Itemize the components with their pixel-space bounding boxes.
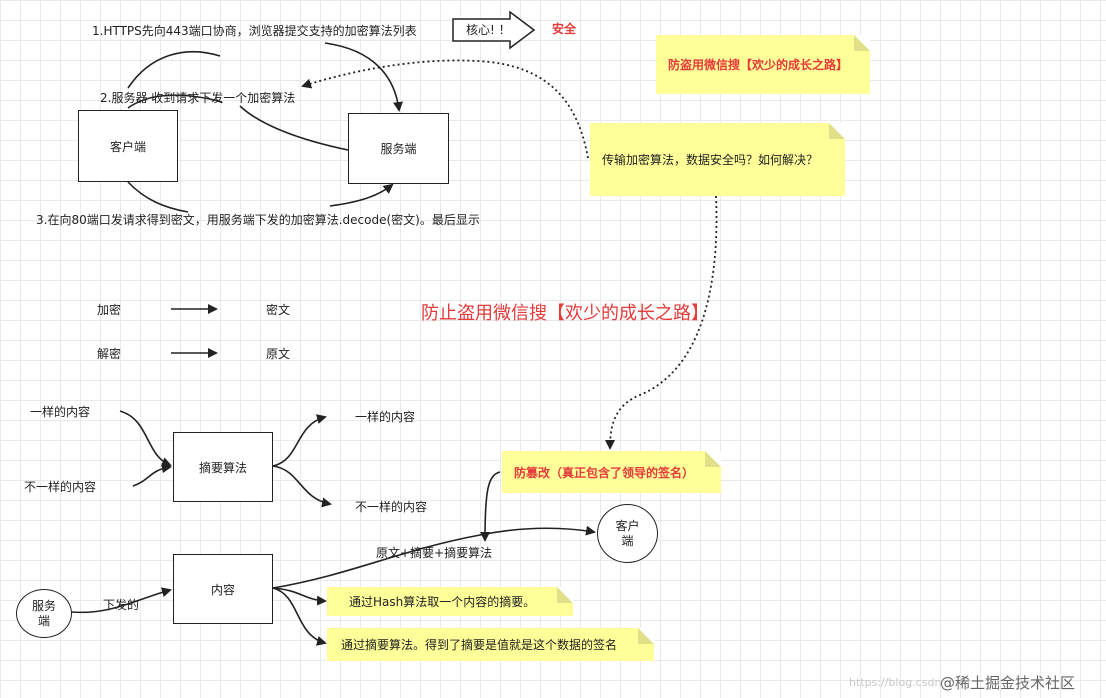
- content-box-label: 内容: [210, 582, 235, 597]
- note-top[interactable]: 防盗用微信搜【欢少的成长之路】: [656, 35, 870, 94]
- core-label: 核心! ！: [466, 23, 511, 37]
- hash-note-text: 通过Hash算法取一个内容的摘要。: [349, 595, 536, 609]
- watermark: @稀土掘金技术社区: [940, 674, 1076, 692]
- note-question[interactable]: 传输加密算法，数据安全吗？如何解决？: [590, 123, 845, 196]
- content-box[interactable]: 内容: [173, 554, 273, 624]
- content-to-hash-note: [272, 587, 327, 606]
- digest-to-diff: [272, 465, 332, 508]
- same-to-digest: [119, 410, 172, 467]
- dotted-question-to-tamper: [605, 195, 718, 450]
- encrypt-label: 加密: [97, 303, 122, 317]
- note-top-text: 防盗用微信搜【欢少的成长之路】: [668, 58, 849, 72]
- step2-label: 2.服务器 收到请求下发一个加密算法: [100, 91, 296, 105]
- issued-label: 下发的: [103, 598, 140, 612]
- client-circle[interactable]: 客户 端: [597, 504, 658, 563]
- same-content-left-label: 一样的内容: [30, 405, 91, 419]
- server-box-label: 服务端: [380, 142, 417, 156]
- server-to-content: [70, 587, 172, 614]
- digest-to-same: [272, 414, 327, 467]
- arc-step3-to-server: [329, 183, 394, 207]
- arc-step2-to-client: [127, 94, 223, 109]
- content-to-client: [272, 525, 596, 589]
- diff-to-digest: [132, 463, 172, 487]
- ciphertext-label: 密文: [266, 303, 291, 317]
- digest-algo-label: 摘要算法: [198, 460, 247, 475]
- step1-label: 1.HTTPS先向443端口协商，浏览器提交支持的加密算法列表: [92, 24, 417, 38]
- client-box-label: 客户端: [109, 139, 146, 154]
- arc-server-to-step2: [239, 105, 349, 151]
- tamper-note[interactable]: 防篡改（真正包含了领导的签名）: [502, 451, 721, 493]
- note-question-text: 传输加密算法，数据安全吗？如何解决？: [602, 153, 819, 167]
- arc-step3-left: [127, 181, 189, 213]
- server-circle[interactable]: 服务 端: [16, 589, 72, 638]
- sign-note[interactable]: 通过摘要算法。得到了摘要是值就是这个数据的签名: [327, 628, 654, 661]
- sign-note-text: 通过摘要算法。得到了摘要是值就是这个数据的签名: [341, 638, 618, 652]
- arc-step1-to-server: [324, 42, 403, 112]
- original-digest-label: 原文+摘要+摘要算法: [376, 546, 493, 560]
- digest-algo-box[interactable]: 摘要算法: [173, 432, 273, 502]
- safe-label: 安全: [552, 22, 577, 36]
- decrypt-label: 解密: [97, 347, 122, 361]
- same-content-right-label: 一样的内容: [355, 410, 416, 424]
- content-to-sign-note: [272, 587, 327, 646]
- diff-content-left-label: 不一样的内容: [24, 480, 97, 494]
- watermark-url: https://blog.csdn: [849, 676, 942, 689]
- hash-note[interactable]: 通过Hash算法取一个内容的摘要。: [327, 587, 573, 616]
- arc-step1-left: [127, 50, 221, 89]
- diff-content-right-label: 不一样的内容: [355, 500, 428, 514]
- plaintext-label: 原文: [266, 347, 291, 361]
- tamper-to-path: [480, 471, 501, 542]
- core-arrow-shape: [452, 10, 536, 50]
- server-box[interactable]: 服务端: [348, 113, 449, 184]
- client-box[interactable]: 客户端: [78, 110, 178, 182]
- tamper-note-text: 防篡改（真正包含了领导的签名）: [514, 465, 695, 480]
- server-circle-label: 服务 端: [31, 598, 56, 628]
- center-red-heading: 防止盗用微信搜【欢少的成长之路】: [421, 303, 709, 324]
- client-circle-label: 客户 端: [615, 518, 640, 548]
- step3-label: 3.在向80端口发请求得到密文，用服务端下发的加密算法.decode(密文)。最…: [36, 213, 480, 227]
